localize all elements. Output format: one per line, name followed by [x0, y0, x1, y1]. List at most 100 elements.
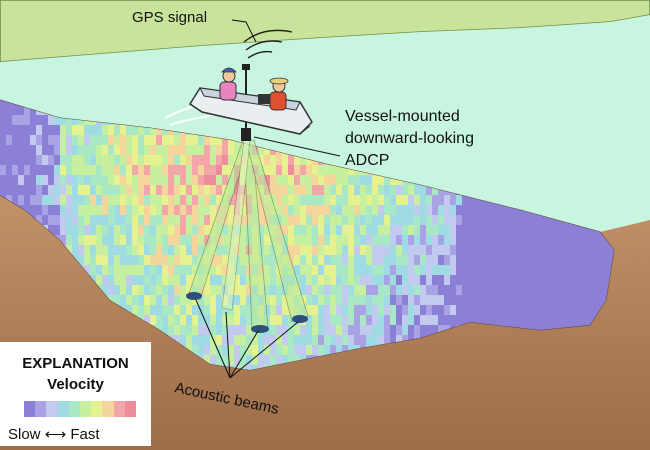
- velocity-cell: [408, 225, 414, 235]
- velocity-cell: [276, 325, 282, 335]
- velocity-cell: [564, 265, 570, 275]
- velocity-cell: [228, 355, 234, 365]
- velocity-cell: [90, 215, 96, 225]
- velocity-cell: [66, 215, 72, 225]
- velocity-cell: [138, 135, 144, 145]
- velocity-cell: [90, 125, 96, 135]
- velocity-cell: [168, 165, 174, 175]
- velocity-cell: [192, 345, 198, 355]
- velocity-cell: [408, 185, 414, 195]
- velocity-cell: [186, 155, 192, 165]
- velocity-cell: [354, 315, 360, 325]
- velocity-cell: [24, 195, 30, 205]
- velocity-cell: [108, 155, 114, 165]
- velocity-cell: [426, 235, 432, 245]
- velocity-cell: [120, 295, 126, 305]
- velocity-cell: [300, 225, 306, 235]
- velocity-cell: [132, 165, 138, 175]
- velocity-cell: [408, 205, 414, 215]
- velocity-cell: [414, 195, 420, 205]
- velocity-cell: [426, 305, 432, 315]
- velocity-cell: [222, 145, 228, 155]
- velocity-cell: [378, 205, 384, 215]
- velocity-cell: [126, 165, 132, 175]
- velocity-cell: [204, 205, 210, 215]
- velocity-cell: [216, 185, 222, 195]
- velocity-cell: [462, 225, 468, 235]
- velocity-cell: [66, 155, 72, 165]
- legend-color-swatch: [57, 401, 69, 417]
- velocity-cell: [30, 145, 36, 155]
- velocity-cell: [294, 225, 300, 235]
- velocity-cell: [450, 285, 456, 295]
- velocity-cell: [282, 225, 288, 235]
- velocity-cell: [270, 245, 276, 255]
- velocity-cell: [312, 345, 318, 355]
- water-surface: [0, 15, 650, 232]
- velocity-cell: [330, 285, 336, 295]
- velocity-cell: [174, 135, 180, 145]
- velocity-cell: [120, 245, 126, 255]
- velocity-cell: [384, 295, 390, 305]
- velocity-cell: [468, 275, 474, 285]
- velocity-cell: [438, 315, 444, 325]
- velocity-cell: [324, 225, 330, 235]
- velocity-cell: [144, 295, 150, 305]
- velocity-cell: [468, 305, 474, 315]
- velocity-cell: [396, 185, 402, 195]
- velocity-cell: [498, 225, 504, 235]
- velocity-cell: [396, 265, 402, 275]
- velocity-cell: [174, 245, 180, 255]
- velocity-cell: [264, 265, 270, 275]
- velocity-cell: [270, 175, 276, 185]
- velocity-cell: [210, 175, 216, 185]
- velocity-cell: [18, 105, 24, 115]
- velocity-cell: [564, 225, 570, 235]
- velocity-cell: [540, 235, 546, 245]
- velocity-cell: [324, 315, 330, 325]
- velocity-cell: [276, 205, 282, 215]
- velocity-cell: [276, 305, 282, 315]
- velocity-cell: [42, 145, 48, 155]
- velocity-cell: [204, 355, 210, 365]
- velocity-cell: [60, 225, 66, 235]
- velocity-cell: [342, 275, 348, 285]
- velocity-cell: [90, 225, 96, 235]
- velocity-cell: [42, 165, 48, 175]
- velocity-cell: [462, 255, 468, 265]
- velocity-cell: [186, 315, 192, 325]
- velocity-cell: [438, 295, 444, 305]
- velocity-cell: [462, 215, 468, 225]
- velocity-cell: [150, 235, 156, 245]
- velocity-cell: [342, 245, 348, 255]
- velocity-cell: [204, 335, 210, 345]
- velocity-cell: [474, 195, 480, 205]
- velocity-cell: [120, 125, 126, 135]
- velocity-cell: [372, 265, 378, 275]
- velocity-cell: [48, 215, 54, 225]
- velocity-cell: [18, 165, 24, 175]
- velocity-cell: [96, 155, 102, 165]
- velocity-cell: [348, 215, 354, 225]
- velocity-cell: [174, 255, 180, 265]
- velocity-cell: [84, 155, 90, 165]
- velocity-cell: [270, 325, 276, 335]
- velocity-cell: [240, 265, 246, 275]
- velocity-cell: [606, 265, 612, 275]
- velocity-cell: [366, 315, 372, 325]
- velocity-cell: [354, 325, 360, 335]
- velocity-cell: [102, 135, 108, 145]
- velocity-cell: [102, 125, 108, 135]
- velocity-cell: [54, 195, 60, 205]
- velocity-cell: [306, 335, 312, 345]
- velocity-cell: [282, 155, 288, 165]
- velocity-cell: [408, 285, 414, 295]
- velocity-cell: [474, 285, 480, 295]
- velocity-cell: [144, 155, 150, 165]
- velocity-cell: [318, 285, 324, 295]
- velocity-cell: [246, 335, 252, 345]
- velocity-cell: [402, 245, 408, 255]
- velocity-cell: [576, 245, 582, 255]
- velocity-cell: [246, 345, 252, 355]
- velocity-cell: [42, 135, 48, 145]
